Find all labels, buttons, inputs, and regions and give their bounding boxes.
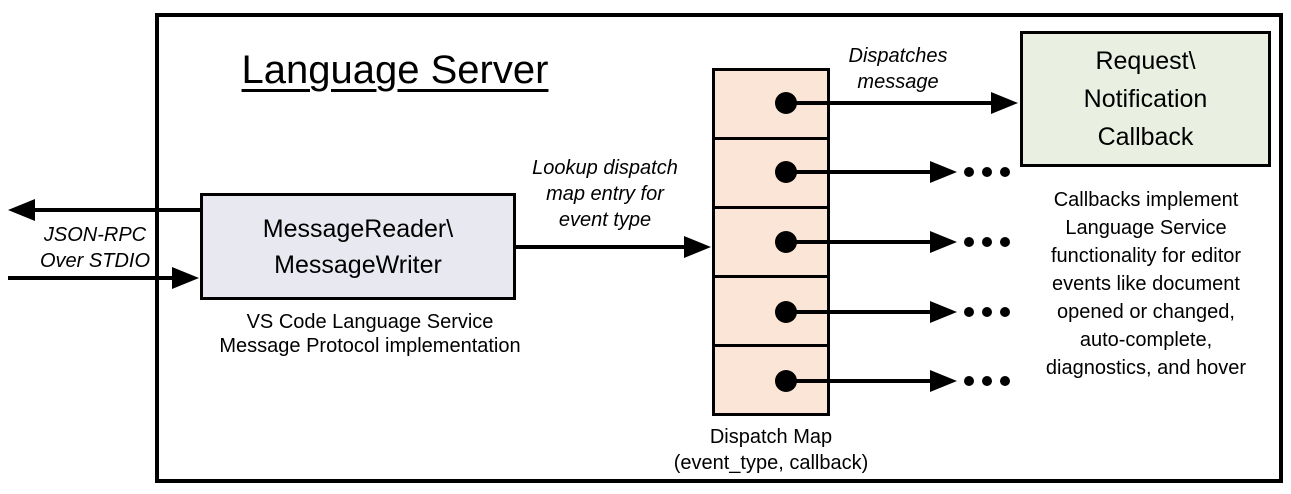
reader-caption: VS Code Language Service Message Protoco… — [180, 310, 560, 358]
dispatch-map-cell — [715, 71, 827, 140]
dispatch-map-cell — [715, 278, 827, 347]
dispatch-arrow-line — [786, 310, 932, 314]
dispatch-arrow-line — [786, 101, 992, 105]
dispatch-map-caption: Dispatch Map (event_type, callback) — [640, 424, 902, 476]
lookup-label-line3: event type — [558, 209, 652, 231]
dispatch-arrowhead-icon — [930, 370, 957, 392]
dispatch-arrowhead-icon — [930, 161, 957, 183]
ellipsis-dot — [982, 307, 992, 317]
callbacks-note-line3: functionality for editor — [1050, 245, 1242, 267]
message-reader-label: MessageReader\ — [262, 214, 454, 243]
stdio-out-arrow-line — [32, 208, 200, 212]
callbacks-note-line6: auto-complete, — [1079, 329, 1213, 351]
callback-box-line1: Request\ — [1095, 47, 1196, 75]
lookup-arrow-line — [516, 245, 686, 249]
ellipsis-dot — [964, 167, 974, 177]
ellipsis-dot — [1000, 307, 1010, 317]
message-writer-label: MessageWriter — [274, 250, 442, 279]
ellipsis-dot — [964, 307, 974, 317]
dispatch-map-cell — [715, 209, 827, 278]
callback-box: Request\ Notification Callback — [1020, 31, 1271, 167]
dispatches-label-line1: Dispatches — [848, 45, 948, 67]
lookup-label: Lookup dispatch map entry for event type — [500, 155, 710, 233]
dispatches-message-label: Dispatches message — [833, 43, 963, 95]
ellipsis-icon — [964, 237, 1010, 247]
callbacks-note-line7: diagnostics, and hover — [1045, 357, 1247, 379]
ellipsis-dot — [1000, 237, 1010, 247]
dispatch-arrow-line — [786, 170, 932, 174]
page-title: Language Server — [241, 48, 549, 92]
callbacks-note: Callbacks implement Language Service fun… — [1022, 186, 1270, 382]
ellipsis-dot — [982, 376, 992, 386]
ellipsis-dot — [1000, 167, 1010, 177]
dispatch-arrow-line — [786, 379, 932, 383]
stdio-in-arrowhead-icon — [172, 267, 199, 289]
dispatch-map-cell — [715, 140, 827, 209]
lookup-label-line2: map entry for — [546, 183, 664, 205]
reader-caption-line1: VS Code Language Service — [246, 311, 494, 333]
callback-box-line2: Notification — [1083, 85, 1208, 113]
ellipsis-dot — [982, 237, 992, 247]
language-server-boundary — [155, 13, 1283, 483]
callbacks-note-line1: Callbacks implement — [1053, 189, 1239, 211]
dispatch-arrowhead-icon — [930, 231, 957, 253]
ellipsis-dot — [964, 376, 974, 386]
ellipsis-icon — [964, 307, 1010, 317]
dispatches-label-line2: message — [857, 71, 939, 93]
dispatch-arrow-line — [786, 240, 932, 244]
callback-box-line3: Callback — [1097, 123, 1194, 151]
callbacks-note-line5: opened or changed, — [1057, 301, 1235, 323]
lookup-label-line1: Lookup dispatch — [532, 157, 678, 179]
json-rpc-label: JSON-RPC Over STDIO — [25, 222, 165, 274]
ellipsis-dot — [964, 237, 974, 247]
dispatch-map-caption-line1: Dispatch Map — [709, 426, 833, 448]
json-rpc-label-line1: JSON-RPC — [43, 224, 147, 246]
reader-caption-line2: Message Protocol implementation — [219, 335, 521, 357]
dispatch-arrowhead-icon — [930, 301, 957, 323]
ellipsis-icon — [964, 376, 1010, 386]
ellipsis-dot — [1000, 376, 1010, 386]
callbacks-note-line4: events like document — [1052, 273, 1240, 295]
message-reader-writer-box: MessageReader\ MessageWriter — [200, 193, 516, 300]
stdio-in-arrow-line — [8, 276, 174, 280]
json-rpc-label-line2: Over STDIO — [39, 250, 150, 272]
dispatch-arrowhead-icon — [991, 92, 1018, 114]
dispatch-map-caption-line2: (event_type, callback) — [673, 452, 869, 474]
callbacks-note-line2: Language Service — [1065, 217, 1227, 239]
lookup-arrowhead-icon — [684, 236, 711, 258]
ellipsis-dot — [982, 167, 992, 177]
ellipsis-icon — [964, 167, 1010, 177]
stdio-out-arrowhead-icon — [8, 199, 35, 221]
